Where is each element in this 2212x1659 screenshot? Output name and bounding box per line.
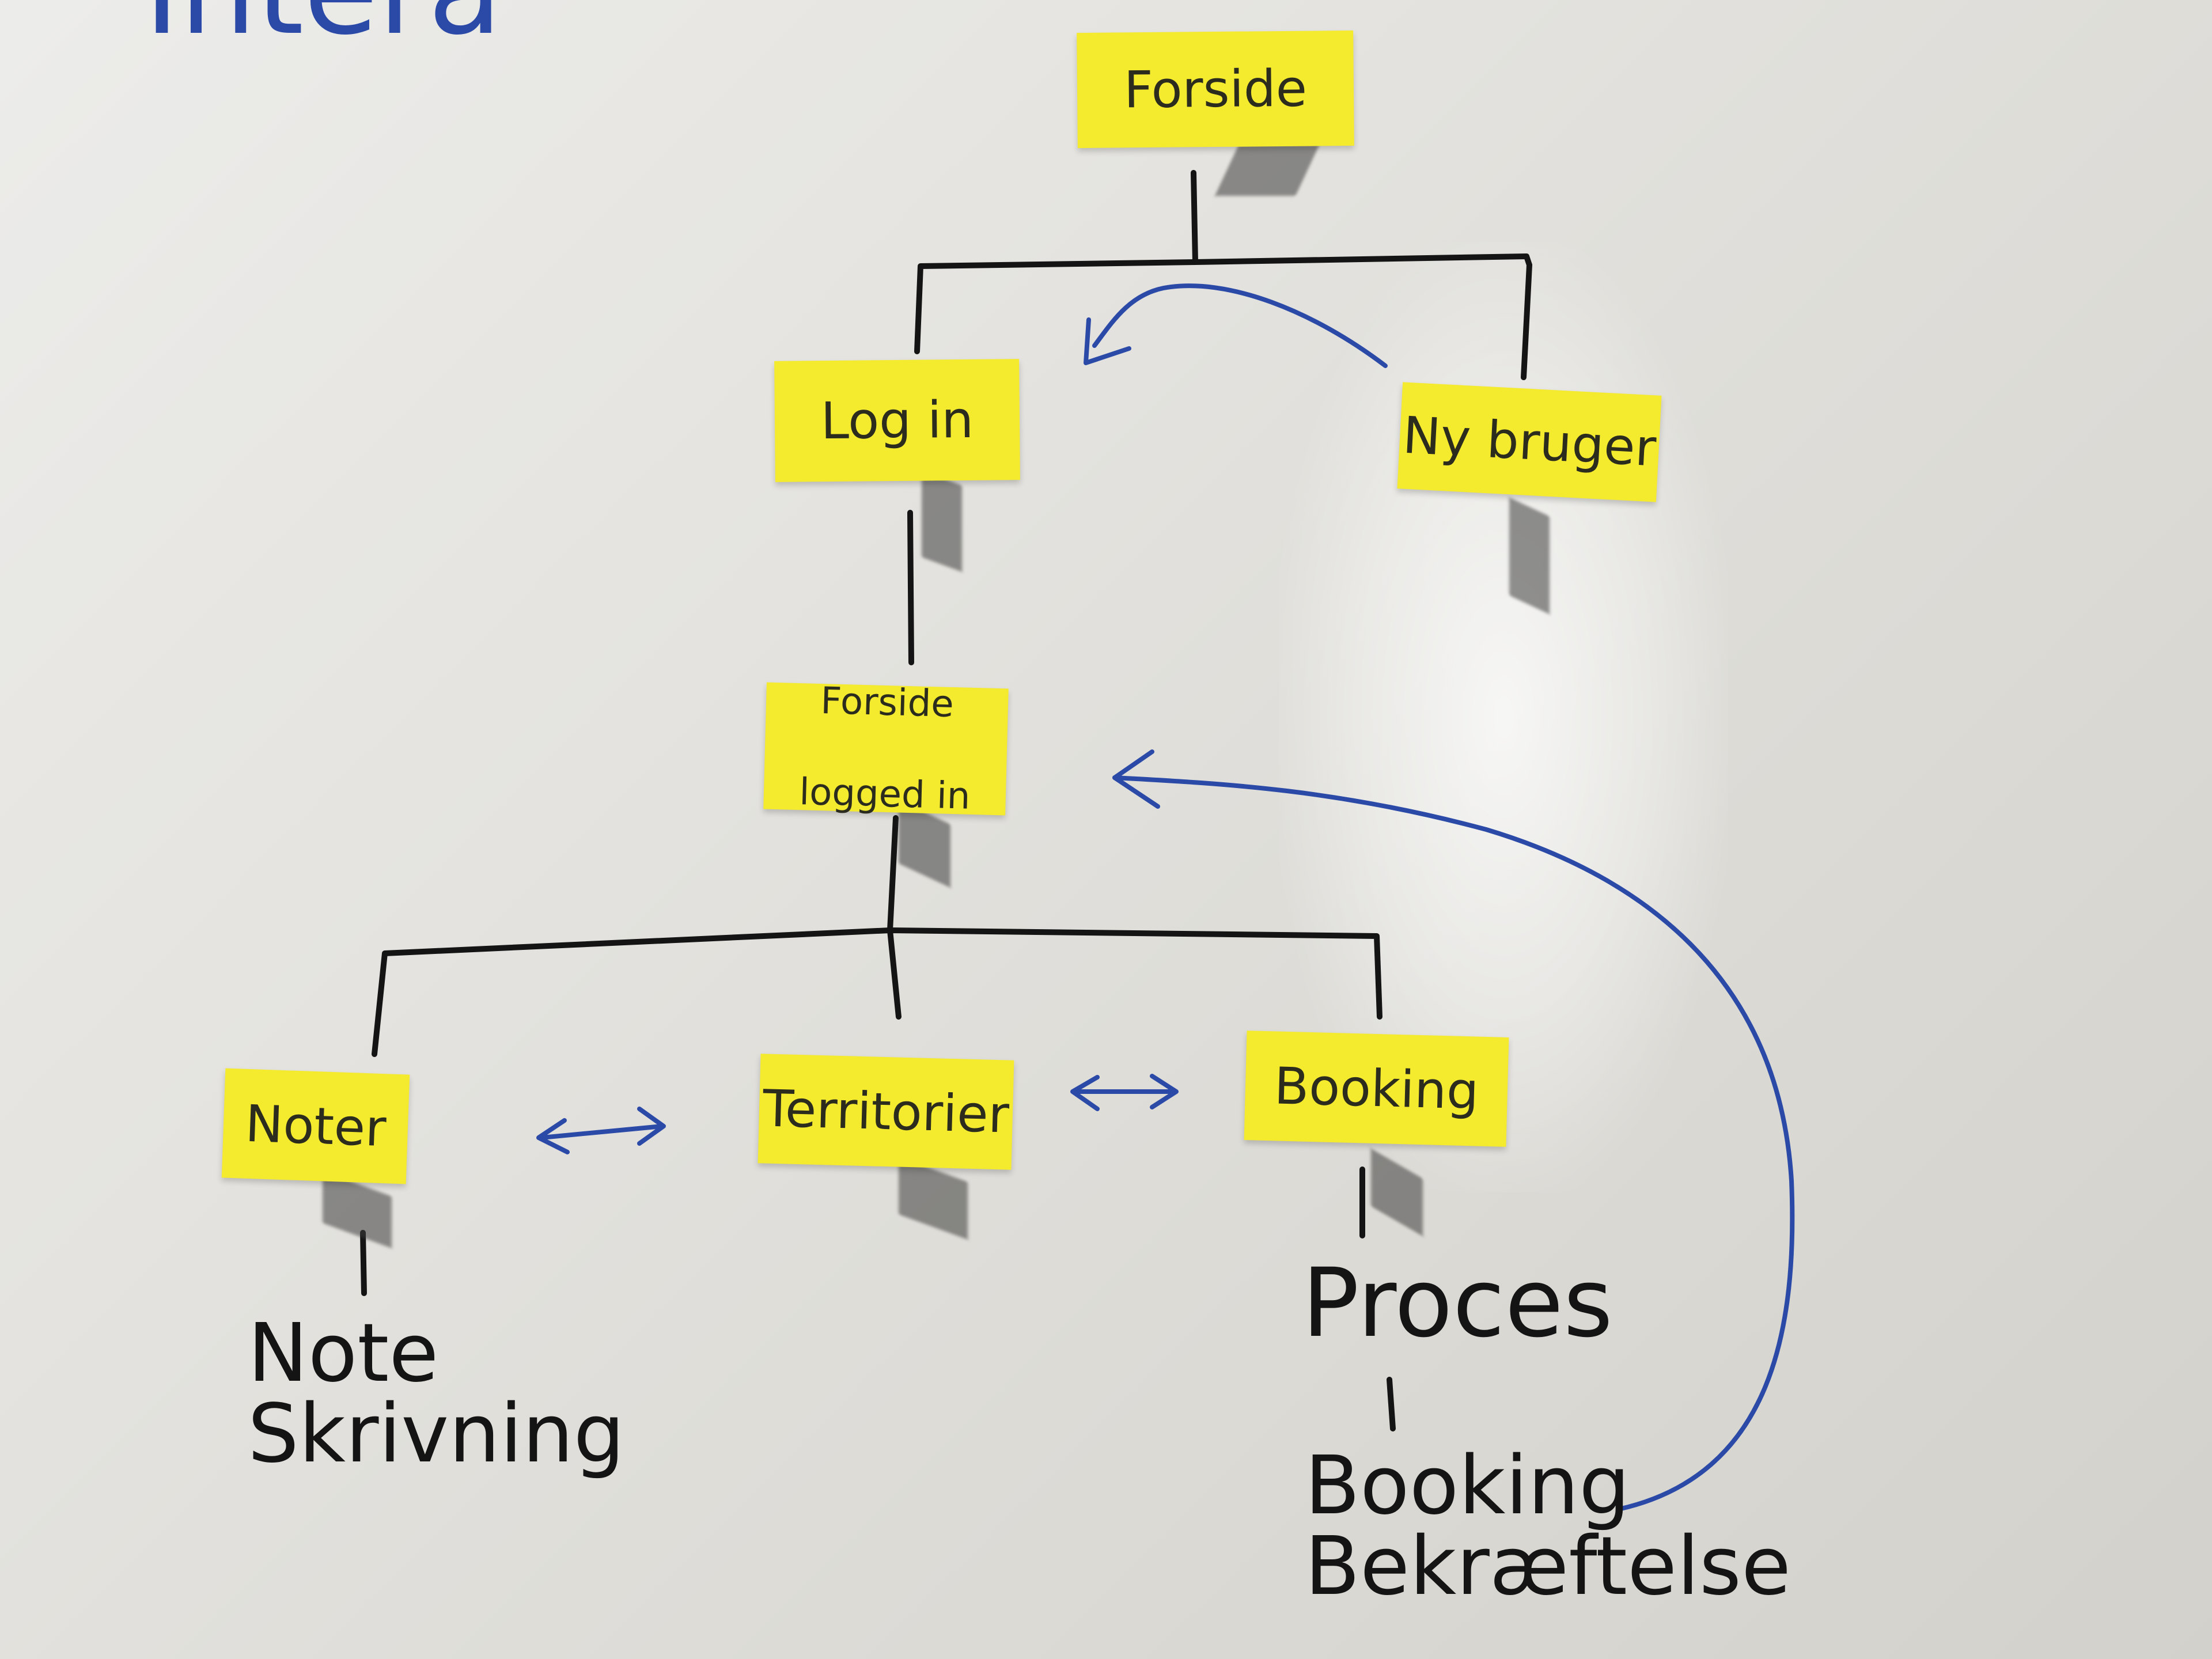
node-label: Noter — [244, 1093, 387, 1158]
handwritten-proces: Proces — [1302, 1248, 1613, 1358]
arrow-noter-territorier-head-left — [536, 1118, 570, 1154]
node-label: Log in — [820, 389, 974, 450]
sticky-note-forside-logged-in: Forside logged in — [763, 679, 1009, 819]
note-shadow — [1509, 497, 1550, 615]
connector-top-bar — [914, 253, 1532, 354]
node-label-line1: Forside — [820, 679, 955, 726]
connector-logged-in-down — [887, 815, 899, 933]
arrow-noter-territorier-head-right — [637, 1107, 666, 1146]
sticky-note-forside: Forside — [1077, 30, 1354, 149]
arrow-territorier-booking-head-right — [1150, 1074, 1179, 1109]
connector-ny-bruger-drop — [1521, 262, 1532, 380]
arrow-ny-bruger-to-login — [1092, 283, 1388, 368]
arrow-territorier-booking-head-left — [1070, 1075, 1100, 1111]
diagram-title: Intera — [144, 0, 502, 52]
sticky-note-ny-bruger: Ny bruger — [1397, 382, 1662, 502]
sticky-note-territorier: Territorier — [757, 1054, 1014, 1170]
node-label: Forside — [1123, 58, 1308, 120]
connector-forside-down — [1191, 170, 1198, 265]
connector-lower-bar — [372, 927, 1382, 1057]
node-label: Territorier — [762, 1078, 1010, 1145]
note-shadow — [922, 471, 962, 572]
connector-territorier-drop — [887, 927, 902, 1020]
sticky-note-login: Log in — [774, 359, 1020, 482]
connector-noter-down — [360, 1230, 367, 1296]
node-label: Booking — [1273, 1056, 1480, 1121]
sticky-note-noter: Noter — [221, 1068, 410, 1184]
arrow-bekraeftelse-to-logged-in — [1112, 775, 1795, 1512]
node-label-line2: logged in — [798, 771, 971, 819]
connector-proces-down — [1387, 1377, 1396, 1431]
node-label: Ny bruger — [1401, 405, 1658, 478]
handwritten-booking-bekraeftelse: Booking Bekræftelse — [1305, 1439, 1791, 1613]
sticky-note-booking: Booking — [1244, 1031, 1509, 1147]
connector-login-down — [907, 510, 914, 665]
arrow-bekraeftelse-to-logged-in-head — [1112, 749, 1160, 809]
handwritten-note-skrivning: Note Skrivning — [248, 1306, 625, 1481]
arrow-noter-territorier — [539, 1124, 665, 1140]
arrow-ny-bruger-to-login-head — [1084, 317, 1131, 365]
